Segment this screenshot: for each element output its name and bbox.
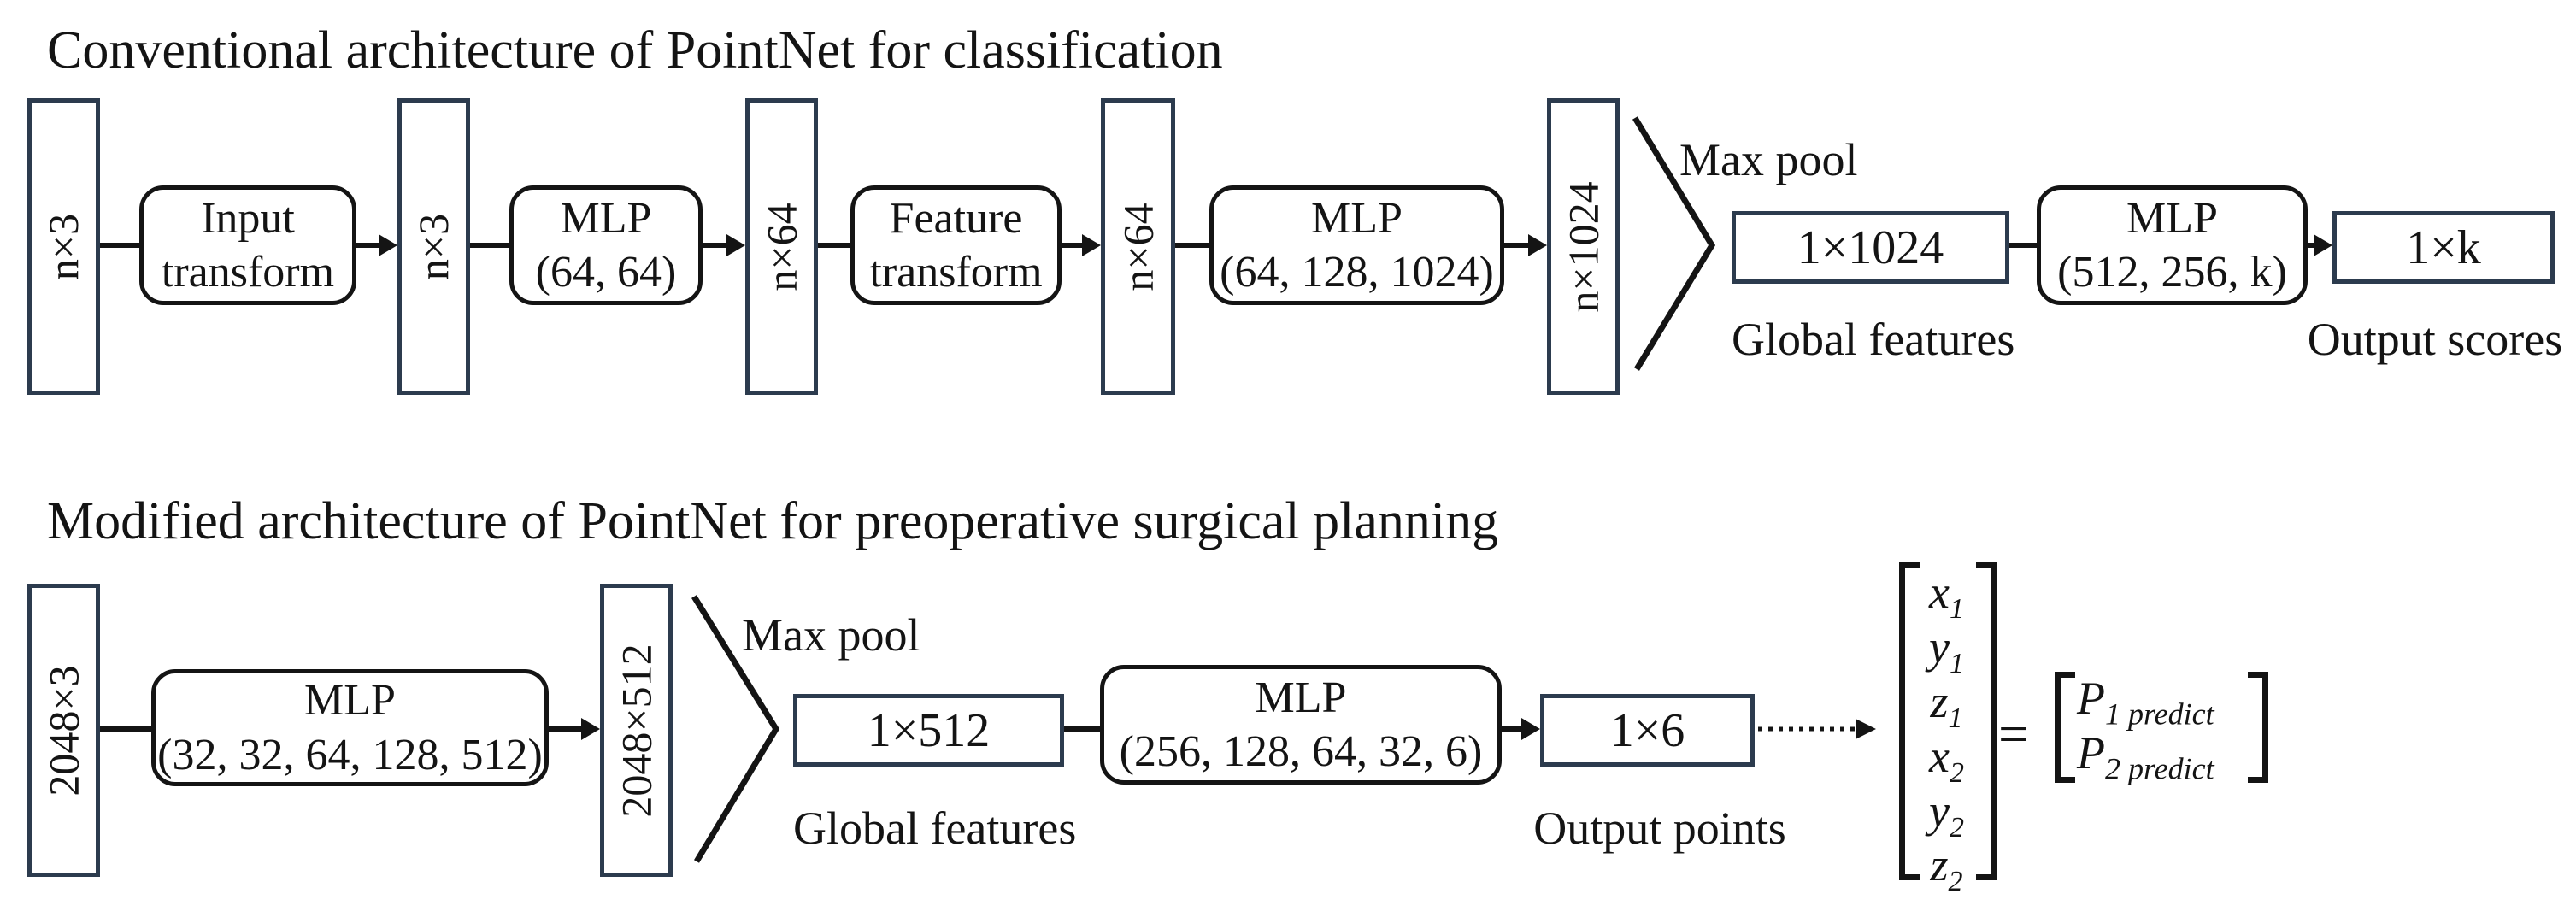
bottom-global-features-box: 1×512	[793, 694, 1064, 767]
top-global-features-box: 1×1024	[1732, 211, 2009, 284]
top-bar-nx64-1-label: n×64	[757, 202, 806, 291]
bottom-output-points-caption: Output points	[1533, 802, 1786, 854]
bottom-box-mlp1-line1: MLP	[304, 676, 396, 726]
bottom-box-mlp1-line2: (32, 32, 64, 128, 512)	[157, 730, 543, 779]
top-max-pool-chevron-icon	[1632, 116, 1716, 371]
top-connector-arrow-2-head	[726, 234, 745, 256]
equals-sign: =	[1998, 703, 2030, 764]
top-max-pool-label: Max pool	[1679, 134, 1858, 185]
bottom-max-pool-label: Max pool	[742, 609, 920, 661]
top-box-mlp-64-128-1024-line1: MLP	[1311, 193, 1403, 243]
bottom-title: Modified architecture of PointNet for pr…	[47, 492, 1499, 550]
top-box-mlp-64-64-line1: MLP	[560, 193, 652, 243]
vector-entry-z2: z2	[1930, 839, 1964, 898]
top-output-scores-caption: Output scores	[2307, 314, 2563, 365]
bottom-box-mlp2-line2: (256, 128, 64, 32, 6)	[1119, 727, 1483, 776]
dotted-arrow-icon	[1758, 719, 1876, 739]
top-bar-nx64-2: n×64	[1101, 98, 1175, 395]
top-connector-line-4	[1175, 243, 1209, 248]
top-box-mlp-512-256-k-line2: (512, 256, k)	[2057, 248, 2287, 297]
bottom-box-mlp2-line1: MLP	[1255, 673, 1347, 722]
bottom-max-pool-chevron-icon	[691, 595, 780, 863]
top-connector-arrow-3-head	[1082, 234, 1101, 256]
top-bar-nx3-1: n×3	[27, 98, 100, 395]
vector-entry-y1: y1	[1929, 620, 1965, 679]
top-connector-line-5	[2009, 243, 2037, 248]
vector-entry-x1: x1	[1929, 567, 1965, 625]
bottom-bar-2048x3: 2048×3	[27, 584, 100, 877]
result-row-p2: P2 predict	[2077, 726, 2214, 786]
vector-entry-z1: z1	[1930, 675, 1964, 734]
result-row-p1: P1 predict	[2077, 673, 2214, 732]
top-connector-line-3	[818, 243, 850, 248]
bottom-connector-line-1	[100, 726, 151, 732]
top-connector-line-1	[100, 243, 139, 248]
top-box-input-transform-line1: Input	[201, 193, 295, 243]
vector-left-bracket	[1899, 562, 1920, 880]
top-box-feature-transform: Feature transform	[850, 185, 1062, 305]
top-bar-nx3-1-label: n×3	[39, 213, 88, 280]
vector-right-bracket	[1976, 562, 1997, 880]
vector-entry-x2: x2	[1929, 730, 1965, 789]
result-right-bracket	[2248, 672, 2268, 783]
top-box-mlp-64-128-1024: MLP (64, 128, 1024)	[1209, 185, 1504, 305]
top-connector-arrow-4-line	[1504, 243, 1530, 248]
top-bar-nx64-2-label: n×64	[1114, 202, 1162, 291]
top-connector-arrow-1-line	[356, 243, 380, 248]
top-box-input-transform-line2: transform	[161, 248, 335, 297]
top-bar-nx1024: n×1024	[1547, 98, 1620, 395]
bottom-output-points-box: 1×6	[1540, 694, 1755, 767]
bottom-connector-arrow-2-line	[1502, 726, 1523, 732]
bottom-connector-arrow-1-line	[549, 726, 583, 732]
bottom-bar-2048x512: 2048×512	[600, 584, 673, 877]
top-output-scores-box: 1×k	[2332, 211, 2555, 284]
bottom-connector-line-2	[1064, 726, 1100, 732]
top-connector-arrow-2-line	[703, 243, 728, 248]
top-box-feature-transform-line2: transform	[869, 248, 1043, 297]
top-bar-nx3-2: n×3	[397, 98, 470, 395]
top-bar-nx3-2-label: n×3	[409, 213, 458, 280]
top-box-input-transform: Input transform	[139, 185, 356, 305]
top-connector-line-2	[470, 243, 509, 248]
result-matrix: P1 predict P2 predict	[2077, 673, 2248, 784]
bottom-connector-arrow-2-head	[1521, 718, 1540, 740]
top-box-mlp-64-128-1024-line2: (64, 128, 1024)	[1220, 248, 1494, 297]
top-connector-arrow-5-head	[2314, 234, 2332, 256]
top-connector-arrow-3-line	[1062, 243, 1084, 248]
bottom-box-mlp-32-32-64-128-512: MLP (32, 32, 64, 128, 512)	[151, 669, 549, 786]
result-left-bracket	[2055, 672, 2075, 783]
top-box-mlp-64-64: MLP (64, 64)	[509, 185, 703, 305]
top-global-features-caption: Global features	[1732, 314, 2015, 365]
bottom-bar-2048x3-label: 2048×3	[39, 664, 88, 796]
bottom-global-features-caption: Global features	[793, 802, 1077, 854]
top-connector-arrow-4-head	[1528, 234, 1547, 256]
top-box-feature-transform-line1: Feature	[889, 193, 1023, 243]
top-connector-arrow-5-line	[2308, 243, 2316, 248]
bottom-connector-arrow-1-head	[581, 718, 600, 740]
top-bar-nx1024-label: n×1024	[1559, 180, 1608, 313]
top-box-mlp-512-256-k-line1: MLP	[2126, 193, 2218, 243]
bottom-bar-2048x512-label: 2048×512	[612, 643, 661, 818]
vector-entry-y2: y2	[1929, 785, 1965, 844]
top-bar-nx64-1: n×64	[745, 98, 818, 395]
output-vector: x1 y1 z1 x2 y2 z2	[1920, 567, 1974, 896]
bottom-box-mlp-256-128-64-32-6: MLP (256, 128, 64, 32, 6)	[1100, 665, 1502, 785]
top-box-mlp-64-64-line2: (64, 64)	[535, 248, 677, 297]
top-connector-arrow-1-head	[379, 234, 397, 256]
top-box-mlp-512-256-k: MLP (512, 256, k)	[2037, 185, 2308, 305]
top-title: Conventional architecture of PointNet fo…	[47, 21, 1223, 79]
